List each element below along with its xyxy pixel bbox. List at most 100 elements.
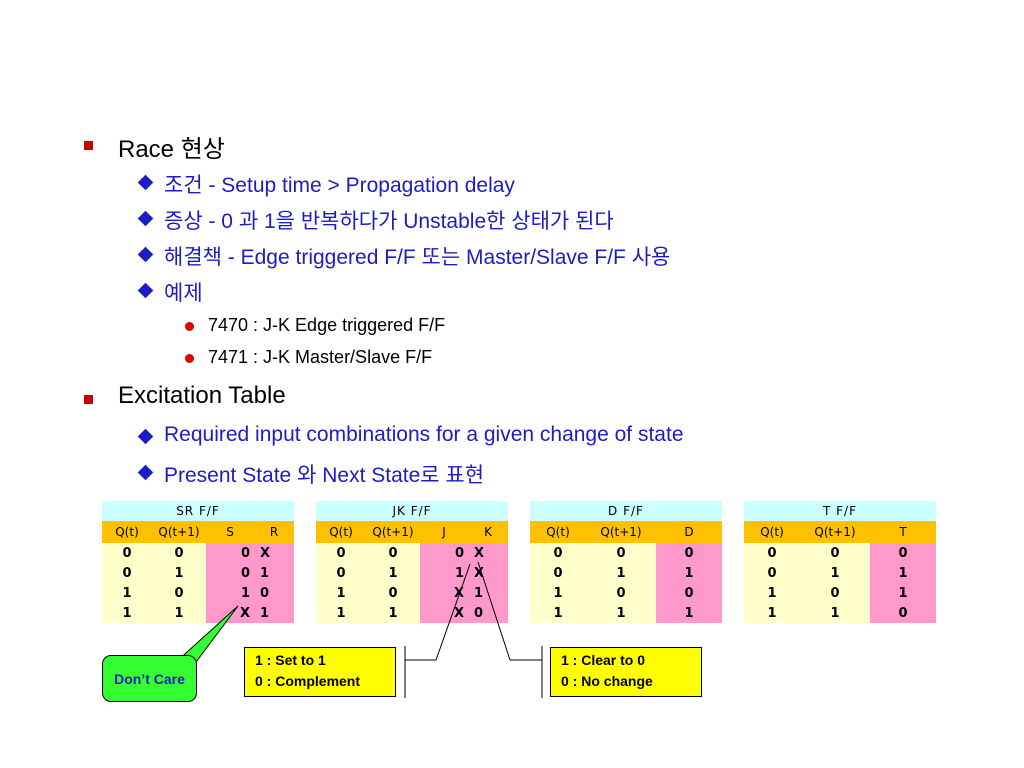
cell: 0 — [744, 543, 800, 563]
table-row: 1 0 1 — [744, 583, 937, 603]
table-row: 0 1 1 X — [316, 563, 509, 583]
cell: 1 — [316, 603, 366, 623]
excitation-definition: Required input combinations for a given … — [164, 423, 684, 446]
t-ff-title: T F/F — [744, 501, 937, 521]
header-r: R — [254, 521, 294, 543]
cell: 1 — [316, 583, 366, 603]
k-note-callout: 1 : Clear to 0 0 : No change — [550, 647, 702, 697]
cell: 0 — [468, 603, 509, 623]
sr-ff-title: SR F/F — [102, 501, 294, 521]
table-row: 0 0 0 X — [316, 543, 509, 563]
header-t: T — [870, 521, 937, 543]
cell: 1 — [744, 603, 800, 623]
cell: 0 — [530, 543, 586, 563]
cell: 0 — [744, 563, 800, 583]
cell: 1 — [744, 583, 800, 603]
table-row: 0 0 0 — [744, 543, 937, 563]
cell: 1 — [420, 563, 468, 583]
j-note-pointer — [435, 563, 471, 661]
header-s: S — [206, 521, 254, 543]
t-ff-table: T F/F Q(t) Q(t+1) T 0 0 0 0 1 1 1 0 1 1 … — [744, 501, 937, 623]
cell: X — [468, 563, 509, 583]
cell: 1 — [366, 603, 420, 623]
cell: 0 — [870, 603, 937, 623]
example-7471: 7471 : J-K Master/Slave F/F — [208, 347, 433, 367]
header-d: D — [656, 521, 722, 543]
table-row: 1 1 0 — [744, 603, 937, 623]
cell: 1 — [800, 563, 870, 583]
cell: 0 — [800, 583, 870, 603]
jk-ff-table: JK F/F Q(t) Q(t+1) J K 0 0 0 X 0 1 1 X 1… — [316, 501, 509, 623]
cell: 1 — [800, 603, 870, 623]
cell: 1 — [656, 603, 722, 623]
jk-ff-title: JK F/F — [316, 501, 509, 521]
header-qt1: Q(t+1) — [366, 521, 420, 543]
cell: 0 — [316, 543, 366, 563]
header-qt: Q(t) — [744, 521, 800, 543]
cell: 0 — [800, 543, 870, 563]
cell: 1 — [870, 563, 937, 583]
d-ff-table: D F/F Q(t) Q(t+1) D 0 0 0 0 1 1 1 0 0 1 … — [530, 501, 722, 623]
race-example: 예제 — [164, 282, 203, 305]
cell: 1 — [254, 563, 294, 583]
cell: 0 — [316, 563, 366, 583]
dont-care-callout: Don’t Care — [102, 655, 197, 702]
excitation-expression: Present State 와 Next State로 표현 — [164, 464, 485, 487]
cell: 0 — [152, 583, 206, 603]
header-qt1: Q(t+1) — [586, 521, 656, 543]
cell: 1 — [206, 583, 254, 603]
table-row: 1 1 X 0 — [316, 603, 509, 623]
cell: 0 — [586, 583, 656, 603]
cell: 1 — [656, 563, 722, 583]
race-solution: 해결책 - Edge triggered F/F 또는 Master/Slave… — [164, 246, 671, 269]
heading-race: Race 현상 — [118, 136, 225, 163]
header-qt: Q(t) — [102, 521, 152, 543]
square-bullet-icon — [84, 395, 93, 404]
cell: 0 — [366, 583, 420, 603]
cell: 1 — [254, 603, 294, 623]
cell: 0 — [586, 543, 656, 563]
k-note-pointer — [477, 561, 511, 661]
cell: 1 — [102, 583, 152, 603]
cell: 1 — [102, 603, 152, 623]
dot-bullet-icon — [185, 322, 194, 331]
dont-care-pointer — [174, 605, 239, 663]
header-k: K — [468, 521, 509, 543]
j-note-callout: 1 : Set to 1 0 : Complement — [244, 647, 396, 697]
header-qt1: Q(t+1) — [800, 521, 870, 543]
header-j: J — [420, 521, 468, 543]
header-qt: Q(t) — [316, 521, 366, 543]
table-row: 1 1 X 1 — [102, 603, 294, 623]
race-symptom: 증상 - 0 과 1을 반복하다가 Unstable한 상태가 된다 — [164, 210, 614, 233]
table-row: 0 1 0 1 — [102, 563, 294, 583]
header-qt: Q(t) — [530, 521, 586, 543]
cell: X — [420, 583, 468, 603]
heading-excitation: Excitation Table — [118, 382, 286, 409]
table-row: 1 0 0 — [530, 583, 722, 603]
header-qt1: Q(t+1) — [152, 521, 206, 543]
table-row: 0 1 1 — [530, 563, 722, 583]
cell: 0 — [366, 543, 420, 563]
sr-ff-table: SR F/F Q(t) Q(t+1) S R 0 0 0 X 0 1 0 1 1… — [102, 501, 294, 623]
cell: 1 — [530, 603, 586, 623]
table-row: 0 1 1 — [744, 563, 937, 583]
cell: 1 — [366, 563, 420, 583]
cell: 1 — [870, 583, 937, 603]
cell: 0 — [102, 563, 152, 583]
cell: X — [468, 543, 509, 563]
dot-bullet-icon — [185, 354, 194, 363]
cell: 0 — [656, 543, 722, 563]
j-note-line: 0 : Complement — [255, 673, 361, 689]
cell: 0 — [254, 583, 294, 603]
cell: 0 — [102, 543, 152, 563]
table-row: 1 1 1 — [530, 603, 722, 623]
race-condition: 조건 - Setup time > Propagation delay — [164, 174, 515, 197]
cell: 0 — [206, 563, 254, 583]
j-note-line: 1 : Set to 1 — [255, 652, 326, 668]
k-note-line: 0 : No change — [561, 673, 653, 689]
k-note-line: 1 : Clear to 0 — [561, 652, 646, 668]
cell: 0 — [206, 543, 254, 563]
cell: 0 — [420, 543, 468, 563]
